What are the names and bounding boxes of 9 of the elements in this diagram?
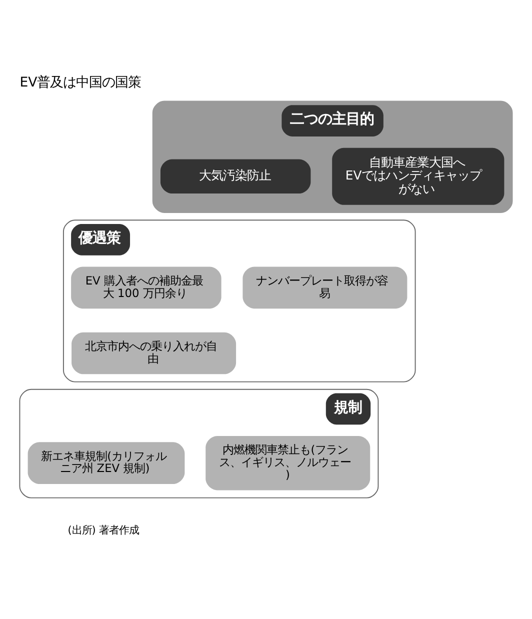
node-box: 北京市内への乗り入れが自由	[72, 332, 236, 374]
node-box: EV 購入者への補助金最大 100 万円余り	[71, 266, 222, 308]
node-box: 内燃機関車禁止も(フランス、イギリス、ノルウェー)	[206, 436, 370, 490]
node-box: ナンバープレート取得が容易	[242, 266, 408, 308]
node-box: 自動車産業大国へ EVではハンディキャップがない	[332, 147, 504, 204]
caption: (出所) 著者作成	[68, 524, 140, 536]
diagram-title: EV普及は中国の国策	[20, 74, 142, 90]
node-box: 新エネ車規制(カリフォルニア州 ZEV 規制)	[28, 442, 185, 484]
node-box: 大気汚染防止	[160, 158, 311, 194]
